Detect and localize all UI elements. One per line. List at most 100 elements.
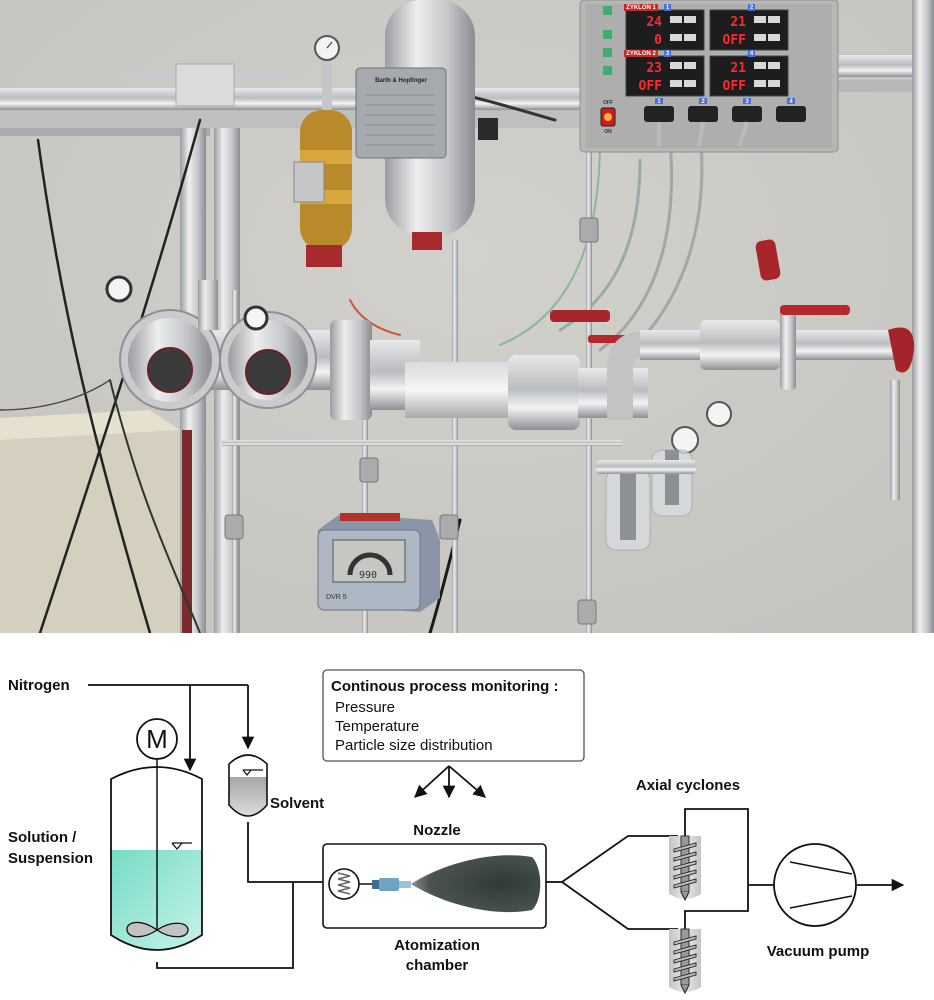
impeller-icon [126,921,189,938]
tank-plate-maker: Barth & Hopfinger [375,78,427,84]
device-model: DVR 5 [326,594,347,601]
controller-button[interactable] [754,62,766,69]
controller-button[interactable] [670,62,682,69]
nitrogen-label: Nitrogen [8,677,70,694]
cyclone-bottom [669,928,701,995]
controller-index: 4 [750,51,754,57]
controller-top-value: 21 [730,61,746,76]
cyclones-label: Axial cyclones [636,777,740,794]
controller-label: ZYKLON 2 [626,51,656,57]
controller-button[interactable] [684,34,696,41]
controller-button[interactable] [670,34,682,41]
solvent-label: Solvent [270,795,324,812]
controller-button[interactable] [684,80,696,87]
socket-index: 4 [789,99,793,105]
controller-index: 1 [666,5,670,11]
solvent-cylinder [293,35,352,267]
controller-index: 3 [666,51,670,57]
controller-button[interactable] [768,34,780,41]
chamber-label-line2: chamber [406,957,469,974]
power-socket-4[interactable]: 4 [776,98,806,122]
power-socket-2[interactable]: 2 [688,98,718,147]
nozzle-icon [372,878,411,891]
controller-button[interactable] [754,80,766,87]
cyclone-bottom-inlet [561,881,678,930]
socket-index: 3 [745,99,749,105]
controller-1: ZYKLON 1 1 24 0 [624,4,705,51]
spray-cone [411,855,541,913]
vacuum-reading: 990 [359,570,377,581]
solvent-vessel [228,754,268,817]
vessel-label-line1: Solution / [8,829,77,846]
controller-button[interactable] [670,80,682,87]
solution-vessel [110,759,203,951]
vessel-feed-line [156,882,294,969]
controller-button[interactable] [670,16,682,23]
socket-index: 1 [657,99,661,105]
power-sockets: 1 2 3 4 [644,98,806,147]
control-panel [579,0,839,153]
controller-top-value: 21 [730,15,746,30]
monitoring-title: Continous process monitoring : [331,678,559,695]
outlet-pipe [607,239,915,420]
vessel-label-line2: Suspension [8,850,93,867]
monitoring-item-pressure: Pressure [335,699,395,716]
solution-tank: Barth & Hopfinger [355,0,498,250]
controller-button[interactable] [754,34,766,41]
cyclone-glasses [596,449,696,551]
pressure-gauges [105,275,732,454]
monitoring-arrow-right [448,765,486,798]
controller-button[interactable] [768,16,780,23]
power-socket-1[interactable]: 1 [644,98,674,146]
bench [0,410,192,633]
controller-button[interactable] [768,62,780,69]
monitoring-item-psd: Particle size distribution [335,737,493,754]
socket-index: 2 [701,99,705,105]
monitoring-item-temperature: Temperature [335,718,419,735]
controller-bottom-value: 0 [654,33,662,48]
nozzle-label: Nozzle [413,822,461,839]
controller-index: 2 [750,5,754,11]
clamps [224,217,599,625]
cyclone-outlet-manifold [684,808,749,929]
cyclone-screw-icon [673,835,697,902]
thermocouple-connectors [603,6,612,75]
pump-label: Vacuum pump [767,943,870,960]
controller-bottom-value: OFF [723,33,747,48]
solvent-feed-line [247,822,325,883]
controller-bottom-value: OFF [723,79,747,94]
sight-glass-chamber [119,280,350,411]
cyclone-top-inlet [561,835,678,883]
process-flow-diagram: Nitrogen Solution / Suspension Solvent M… [8,669,905,995]
vacuum-pump [773,843,857,927]
stirrer-motor: M [136,718,178,760]
power-socket-3[interactable]: 3 [732,98,762,147]
controller-button[interactable] [684,62,696,69]
vacuum-gauge-device: 990 DVR 5 [317,513,440,612]
controller-bottom-value: OFF [639,79,663,94]
controller-label: ZYKLON 1 [626,5,656,11]
controller-button[interactable] [768,80,780,87]
motor-label: M [146,724,168,754]
cyclone-screw-icon [673,928,697,995]
monitoring-box: Continous process monitoring : Pressure … [322,669,585,762]
monitoring-arrow-left [414,765,450,798]
switch-off-label: OFF [603,100,613,106]
power-switch[interactable] [600,107,616,127]
chamber-label-line1: Atomization [394,937,480,954]
insulated-pipe [405,362,515,418]
controller-top-value: 23 [646,61,662,76]
controller-top-value: 24 [646,15,662,30]
cyclone-top [669,835,701,902]
controller-button[interactable] [754,16,766,23]
liquid-level-icon [171,842,192,851]
solvent-level-icon [242,769,263,776]
atomization-chamber [322,843,547,929]
controller-button[interactable] [684,16,696,23]
switch-on-label: ON [604,129,612,135]
